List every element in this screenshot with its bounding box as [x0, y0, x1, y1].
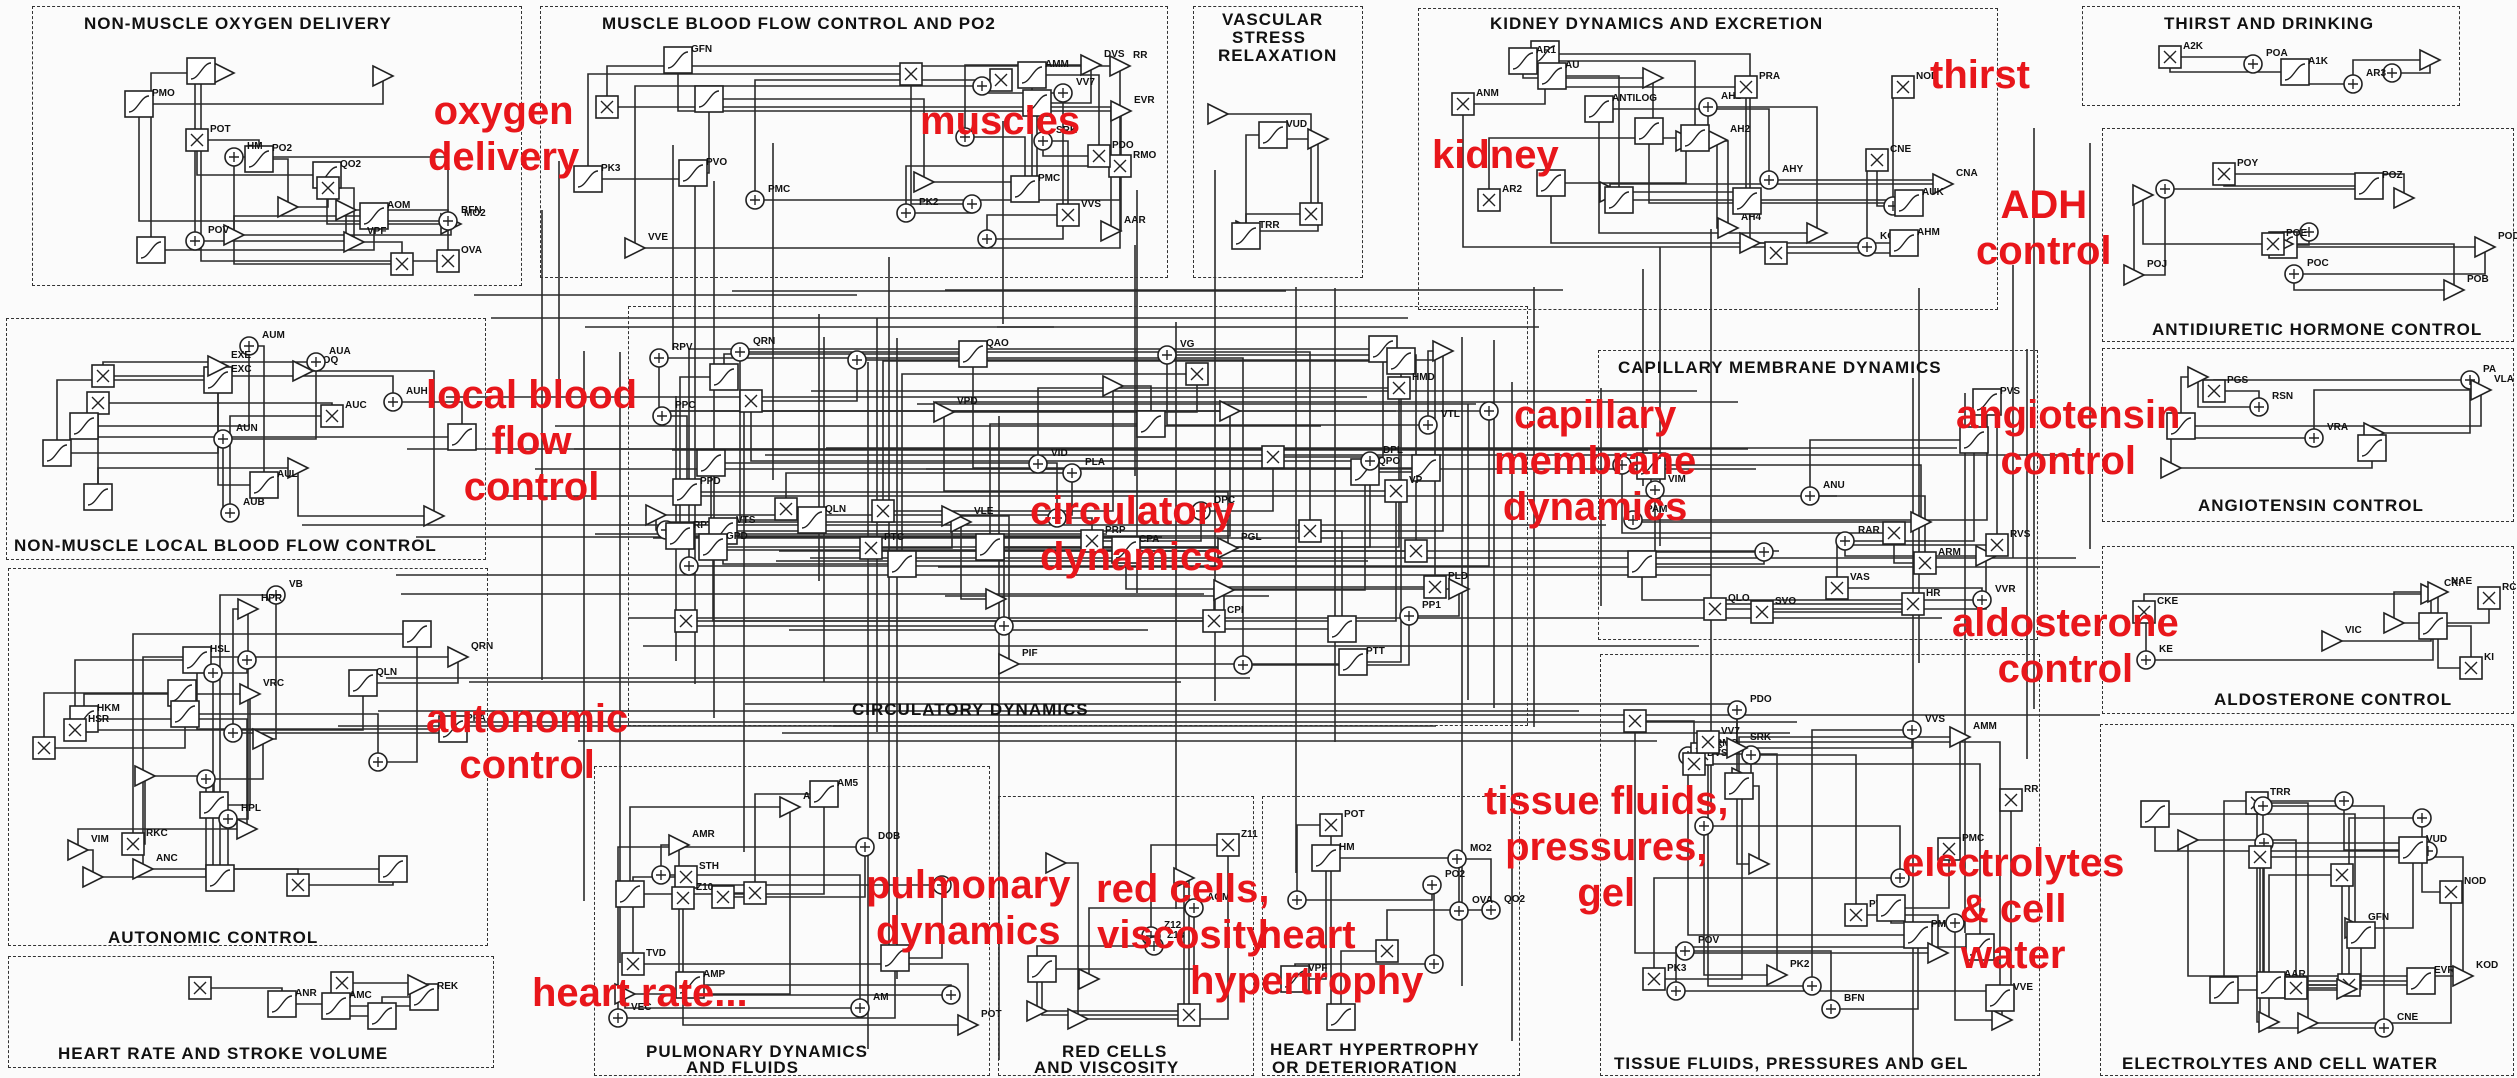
title-adh: ANTIDIURETIC HORMONE CONTROL: [2152, 320, 2482, 339]
title-red-cells-2: AND VISCOSITY: [1034, 1058, 1179, 1077]
title-aldosterone: ALDOSTERONE CONTROL: [2214, 690, 2452, 709]
region-local-blood-flow: [6, 318, 486, 560]
region-electrolytes: [2100, 724, 2514, 1076]
title-muscle-blood-flow: MUSCLE BLOOD FLOW CONTROL AND PO2: [602, 14, 996, 33]
overlay-local-blood-flow: local bloodflowcontrol: [426, 372, 637, 510]
region-adh: [2102, 128, 2514, 342]
title-tissue-fluids: TISSUE FLUIDS, PRESSURES AND GEL: [1614, 1054, 1968, 1073]
title-hypertrophy-1: HEART HYPERTROPHY: [1270, 1040, 1480, 1059]
overlay-oxygen-delivery: oxygendelivery: [428, 88, 579, 180]
title-vascular-stress-2: STRESS: [1232, 28, 1306, 47]
overlay-pulmonary: pulmonarydynamics: [866, 862, 1070, 954]
title-pulmonary-2: AND FLUIDS: [686, 1058, 799, 1077]
overlay-capillary: capillarymembranedynamics: [1494, 392, 1696, 530]
overlay-circulatory: circulatorydynamics: [1030, 488, 1235, 580]
title-heart-rate: HEART RATE AND STROKE VOLUME: [58, 1044, 388, 1063]
title-electrolytes: ELECTROLYTES AND CELL WATER: [2122, 1054, 2438, 1073]
title-vascular-stress-1: VASCULAR: [1222, 10, 1323, 29]
title-non-muscle-oxygen: NON-MUSCLE OXYGEN DELIVERY: [84, 14, 392, 33]
overlay-autonomic: autonomiccontrol: [426, 696, 628, 788]
region-autonomic: [8, 568, 488, 946]
overlay-heart-rate: heart rate...: [532, 970, 748, 1016]
overlay-electrolytes: electrolytes& cellwater: [1902, 840, 2124, 978]
title-autonomic: AUTONOMIC CONTROL: [108, 928, 318, 947]
title-kidney: KIDNEY DYNAMICS AND EXCRETION: [1490, 14, 1823, 33]
overlay-muscles: muscles: [920, 98, 1080, 144]
title-local-blood-flow: NON-MUSCLE LOCAL BLOOD FLOW CONTROL: [14, 536, 437, 555]
title-circulatory: CIRCULATORY DYNAMICS: [852, 700, 1089, 719]
overlay-kidney: kidney: [1432, 132, 1559, 178]
overlay-tissue-fluids: tissue fluids,pressures,gel: [1484, 778, 1729, 916]
title-vascular-stress-3: RELAXATION: [1218, 46, 1337, 65]
title-hypertrophy-2: OR DETERIORATION: [1272, 1058, 1458, 1077]
overlay-angiotensin: angiotensincontrol: [1956, 392, 2180, 484]
title-capillary: CAPILLARY MEMBRANE DYNAMICS: [1618, 358, 1942, 377]
title-thirst: THIRST AND DRINKING: [2164, 14, 2374, 33]
overlay-thirst: thirst: [1930, 52, 2030, 98]
overlay-hypertrophy: hearthypertrophy: [1190, 912, 1423, 1004]
title-angiotensin: ANGIOTENSIN CONTROL: [2198, 496, 2424, 515]
